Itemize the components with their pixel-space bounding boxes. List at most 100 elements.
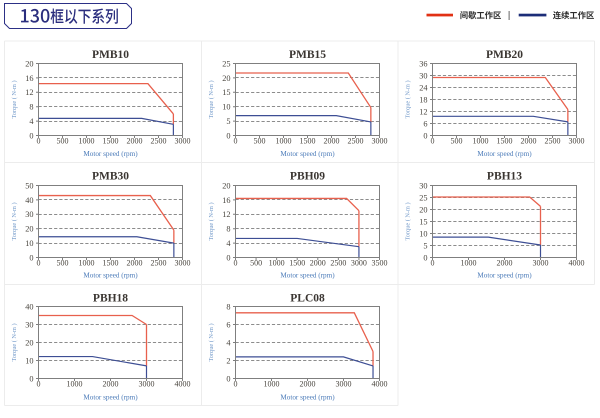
svg-text:1500: 1500 (103, 137, 119, 146)
svg-text:1500: 1500 (103, 259, 119, 268)
svg-text:30: 30 (419, 181, 427, 190)
svg-text:0: 0 (431, 259, 435, 268)
svg-text:PBH18: PBH18 (93, 292, 128, 304)
svg-text:20: 20 (419, 205, 427, 214)
svg-text:1500: 1500 (300, 137, 316, 146)
svg-text:2500: 2500 (330, 259, 346, 268)
svg-text:Motor speed (rpm): Motor speed (rpm) (83, 393, 138, 401)
svg-text:2: 2 (226, 356, 230, 365)
svg-text:0: 0 (29, 253, 33, 262)
svg-text:12: 12 (25, 88, 33, 97)
svg-text:40: 40 (25, 196, 33, 205)
svg-text:2000: 2000 (497, 259, 513, 268)
svg-text:6: 6 (423, 119, 427, 128)
svg-text:2000: 2000 (103, 380, 119, 389)
svg-text:2000: 2000 (521, 137, 537, 146)
svg-text:24: 24 (419, 83, 428, 92)
svg-text:0: 0 (234, 137, 238, 146)
svg-text:Motor speed (rpm): Motor speed (rpm) (477, 150, 532, 158)
svg-text:Motor speed (rpm): Motor speed (rpm) (477, 271, 532, 279)
svg-text:20: 20 (222, 181, 230, 190)
svg-text:20: 20 (25, 338, 33, 347)
svg-text:0: 0 (37, 380, 41, 389)
svg-text:10: 10 (222, 103, 230, 112)
svg-text:8: 8 (29, 103, 33, 112)
svg-text:25: 25 (419, 193, 427, 202)
svg-text:4000: 4000 (372, 380, 388, 389)
svg-text:500: 500 (57, 137, 69, 146)
svg-text:0: 0 (423, 253, 427, 262)
svg-text:0: 0 (37, 259, 41, 268)
svg-text:2000: 2000 (127, 259, 143, 268)
svg-text:3000: 3000 (569, 137, 585, 146)
svg-text:1000: 1000 (79, 137, 95, 146)
svg-text:PBH13: PBH13 (487, 170, 522, 182)
svg-text:Motor speed (rpm): Motor speed (rpm) (83, 150, 138, 158)
svg-text:1000: 1000 (461, 259, 477, 268)
svg-text:3000: 3000 (336, 380, 352, 389)
svg-text:1000: 1000 (269, 259, 285, 268)
svg-text:25: 25 (222, 59, 230, 68)
svg-text:5: 5 (226, 117, 230, 126)
svg-text:10: 10 (419, 229, 427, 238)
svg-text:3000: 3000 (533, 259, 549, 268)
svg-text:Torque ( N-m ): Torque ( N-m ) (208, 202, 215, 240)
svg-text:2000: 2000 (127, 137, 143, 146)
svg-text:0: 0 (226, 131, 230, 140)
svg-text:40: 40 (25, 302, 33, 311)
svg-text:30: 30 (25, 210, 33, 219)
svg-text:PMB15: PMB15 (289, 49, 326, 61)
svg-text:500: 500 (57, 259, 69, 268)
svg-text:3500: 3500 (372, 259, 388, 268)
svg-text:0: 0 (226, 253, 230, 262)
svg-text:3000: 3000 (175, 259, 191, 268)
svg-text:500: 500 (451, 137, 463, 146)
svg-text:0: 0 (423, 131, 427, 140)
svg-text:Torque ( N-m ): Torque ( N-m ) (208, 323, 215, 361)
svg-text:Torque ( N-m ): Torque ( N-m ) (11, 80, 18, 118)
svg-text:1000: 1000 (264, 380, 280, 389)
svg-text:1000: 1000 (473, 137, 489, 146)
svg-text:2500: 2500 (151, 137, 167, 146)
svg-text:500: 500 (254, 137, 266, 146)
svg-text:Torque ( N-m ): Torque ( N-m ) (405, 80, 412, 118)
svg-text:2500: 2500 (348, 137, 364, 146)
svg-text:PMB30: PMB30 (92, 170, 129, 182)
svg-text:36: 36 (419, 59, 427, 68)
svg-text:4: 4 (226, 239, 231, 248)
svg-text:Torque ( N-m ): Torque ( N-m ) (11, 202, 18, 240)
svg-text:PBH09: PBH09 (290, 170, 325, 182)
svg-text:2000: 2000 (310, 259, 326, 268)
svg-text:16: 16 (222, 196, 230, 205)
svg-text:PMB20: PMB20 (486, 49, 523, 61)
svg-text:2000: 2000 (324, 137, 340, 146)
svg-text:12: 12 (222, 210, 230, 219)
svg-text:4: 4 (226, 338, 231, 347)
svg-text:0: 0 (234, 380, 238, 389)
svg-text:10: 10 (25, 239, 33, 248)
svg-text:18: 18 (419, 95, 427, 104)
svg-text:0: 0 (226, 374, 230, 383)
svg-text:Motor speed (rpm): Motor speed (rpm) (280, 271, 335, 279)
svg-text:4000: 4000 (175, 380, 191, 389)
svg-text:Torque ( N-m ): Torque ( N-m ) (208, 80, 215, 118)
svg-text:0: 0 (37, 137, 41, 146)
svg-text:Torque ( N-m ): Torque ( N-m ) (11, 323, 18, 361)
svg-text:4: 4 (29, 117, 34, 126)
svg-text:6: 6 (226, 320, 230, 329)
svg-text:500: 500 (250, 259, 262, 268)
svg-text:Motor speed (rpm): Motor speed (rpm) (83, 271, 138, 279)
svg-text:2000: 2000 (300, 380, 316, 389)
svg-text:2500: 2500 (545, 137, 561, 146)
svg-text:PMB10: PMB10 (92, 49, 129, 61)
svg-text:16: 16 (25, 74, 33, 83)
svg-text:15: 15 (419, 217, 427, 226)
svg-text:0: 0 (29, 374, 33, 383)
svg-text:Motor speed (rpm): Motor speed (rpm) (280, 150, 335, 158)
svg-text:0: 0 (431, 137, 435, 146)
svg-text:30: 30 (419, 71, 427, 80)
svg-text:3000: 3000 (351, 259, 367, 268)
svg-text:2500: 2500 (151, 259, 167, 268)
svg-text:3000: 3000 (175, 137, 191, 146)
svg-text:8: 8 (226, 302, 230, 311)
